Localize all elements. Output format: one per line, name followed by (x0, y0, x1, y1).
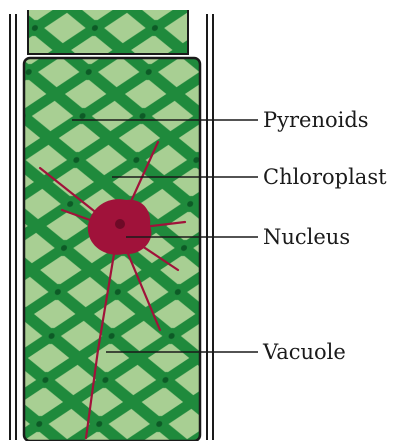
nucleus-shape (88, 199, 152, 255)
label-chloroplast: Chloroplast (263, 165, 387, 189)
label-vacuole: Vacuole (262, 340, 346, 364)
label-nucleus: Nucleus (263, 225, 350, 249)
label-pyrenoids: Pyrenoids (263, 108, 369, 132)
upper-cell (28, 10, 188, 54)
